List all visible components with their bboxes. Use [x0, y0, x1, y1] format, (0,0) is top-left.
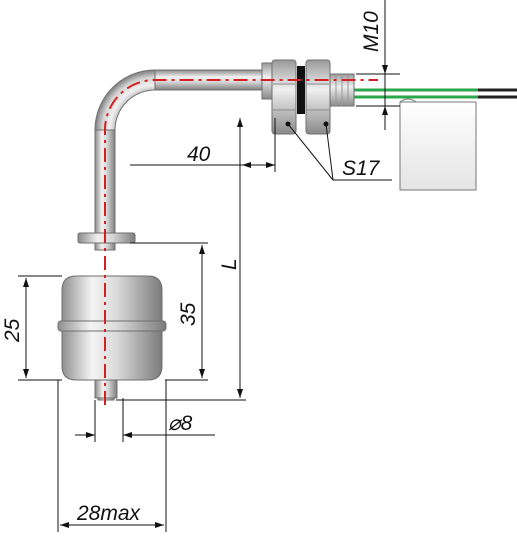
dim-float-height-label: 25: [1, 318, 24, 343]
cable-tag-icon: [399, 98, 477, 191]
dim-wrench-label: S17: [342, 157, 381, 180]
centerline: [104, 79, 378, 405]
dim-thread-label: M10: [360, 11, 383, 52]
dim-stem-diameter-label: ⌀8: [168, 412, 193, 435]
wire-icon: [350, 88, 517, 99]
dimension-lines: [18, 0, 400, 532]
fitting-icon: [261, 59, 355, 135]
collar-icon: [77, 232, 136, 244]
dim-float-offset-label: 35: [177, 302, 200, 326]
dim-float-width-label: 28max: [76, 502, 142, 525]
dim-length-label: L: [218, 258, 241, 270]
float-icon: [57, 275, 167, 381]
dim-reach-label: 40: [187, 143, 211, 166]
